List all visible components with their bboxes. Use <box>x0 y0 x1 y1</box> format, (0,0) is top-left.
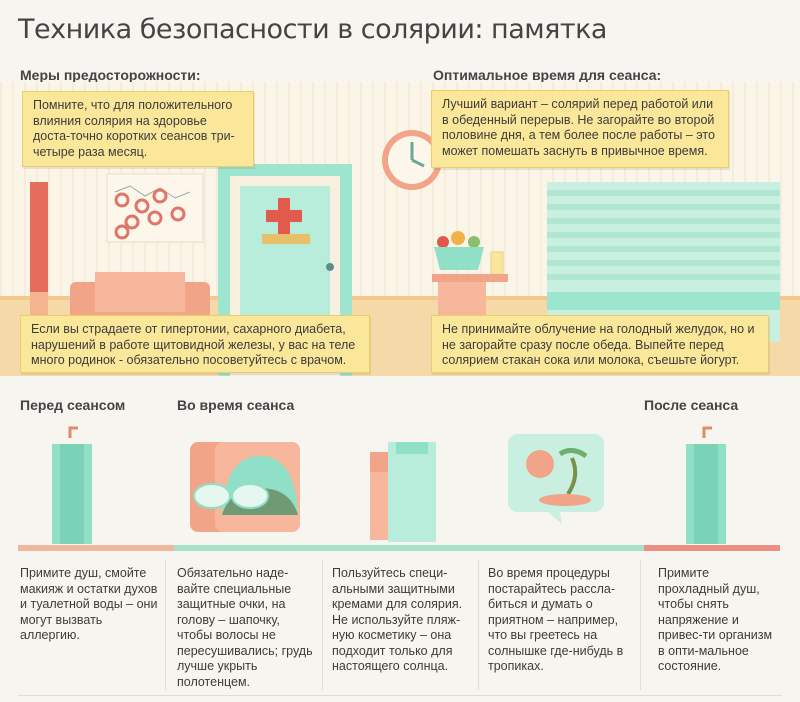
column-divider <box>322 560 323 690</box>
column-divider <box>478 560 479 690</box>
column-glasses-text: Обязательно наде-вайте специальные защит… <box>177 566 313 689</box>
dream-island-icon <box>508 434 604 524</box>
note-sessions-frequency: Помните, что для положительного влияния … <box>22 91 254 167</box>
optimal-time-heading: Оптимальное время для сеанса: <box>433 67 662 83</box>
shower-after-icon <box>686 426 726 544</box>
note-best-time: Лучший вариант – солярий перед работой и… <box>431 90 729 168</box>
column-cream-text: Пользуйтесь специ-альными защитными крем… <box>332 566 463 673</box>
bar-during <box>174 545 644 551</box>
column-divider <box>640 560 641 690</box>
bottom-divider <box>18 695 782 696</box>
clock-icon <box>382 130 442 190</box>
column-divider <box>165 560 166 690</box>
note-empty-stomach: Не принимайте облучение на голодный желу… <box>431 315 769 373</box>
calendar-icon <box>106 173 204 243</box>
cream-tube-icon <box>370 442 436 542</box>
column-after-text: Примите прохладный душ, чтобы снять напр… <box>658 566 773 673</box>
room-baseboard <box>0 296 800 300</box>
stage-before-label: Перед сеансом <box>20 397 126 413</box>
protective-glasses-icon <box>193 483 269 509</box>
stage-during-label: Во время сеанса <box>177 397 295 413</box>
bar-before <box>18 545 174 551</box>
fruit-bowl-icon <box>434 231 484 270</box>
bar-after <box>644 545 780 551</box>
stage-icons <box>52 426 726 544</box>
note-consult-doctor: Если вы страдаете от гипертонии, сахарно… <box>20 315 370 373</box>
column-relax-text: Во время процедуры постарайтесь рассла-б… <box>488 566 624 673</box>
precautions-heading: Меры предосторожности: <box>20 67 201 83</box>
shower-icon <box>52 426 92 544</box>
stage-after-label: После сеанса <box>644 397 739 413</box>
juice-glass-icon <box>490 251 504 275</box>
column-before-text: Примите душ, смойте макияж и остатки дух… <box>20 566 158 642</box>
page-title: Техника безопасности в солярии: памятка <box>18 14 607 45</box>
woman-figure-icon <box>30 182 48 322</box>
